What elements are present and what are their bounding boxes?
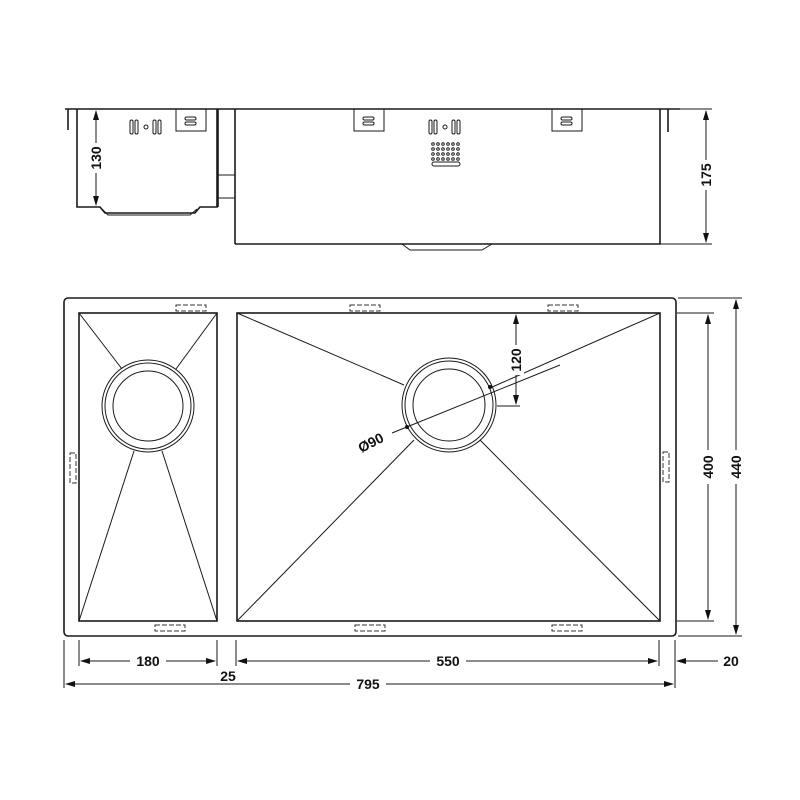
large-drain-inner: [412, 368, 486, 442]
label-diameter: Ø90: [355, 429, 386, 455]
label-795: 795: [356, 676, 380, 692]
small-bowl: [78, 312, 218, 622]
bracket-clip: [353, 108, 385, 132]
label-180: 180: [136, 653, 160, 669]
bracket-clip: [551, 108, 583, 132]
top-view: Ø90 120 400 440: [63, 297, 744, 637]
side-view: 130 175: [65, 108, 714, 251]
label-175: 175: [698, 163, 714, 187]
label-130: 130: [88, 146, 104, 170]
clip-marker: [551, 624, 583, 632]
clip-marker: [175, 304, 207, 312]
bracket-clip: [175, 108, 207, 132]
clip-marker: [547, 304, 579, 312]
small-bowl-side: [76, 109, 218, 214]
overflow-grid: [431, 142, 461, 167]
label-120: 120: [508, 348, 524, 372]
dimension-120: 120: [497, 314, 524, 407]
dimension-400: 400: [677, 312, 716, 622]
dimension-440: 440: [678, 297, 744, 637]
label-400: 400: [700, 455, 716, 479]
clip-marker: [662, 451, 670, 483]
label-550: 550: [436, 653, 460, 669]
bottom-dimensions: 180 25 550 20 795: [63, 640, 739, 692]
dimension-diameter: Ø90: [355, 364, 561, 456]
clip-marker: [349, 304, 381, 312]
dimension-175: 175: [660, 108, 714, 245]
large-drain-outer: [401, 357, 497, 453]
large-bowl-side: [235, 109, 661, 245]
clip-marker: [354, 624, 386, 632]
small-drain-inner: [112, 370, 184, 442]
large-drain-plate: [401, 243, 493, 251]
label-440: 440: [728, 455, 744, 479]
outer-rim: [63, 297, 677, 637]
label-20: 20: [723, 653, 739, 669]
dimension-130: 130: [88, 110, 104, 206]
clip-marker: [154, 624, 186, 632]
label-25: 25: [220, 668, 236, 684]
overflow-slots: [129, 119, 162, 135]
overflow-slots: [428, 119, 461, 135]
clip-marker: [69, 452, 77, 484]
large-bowl: [236, 312, 661, 622]
small-drain-outer: [101, 359, 195, 453]
small-drain-plate: [101, 208, 198, 216]
